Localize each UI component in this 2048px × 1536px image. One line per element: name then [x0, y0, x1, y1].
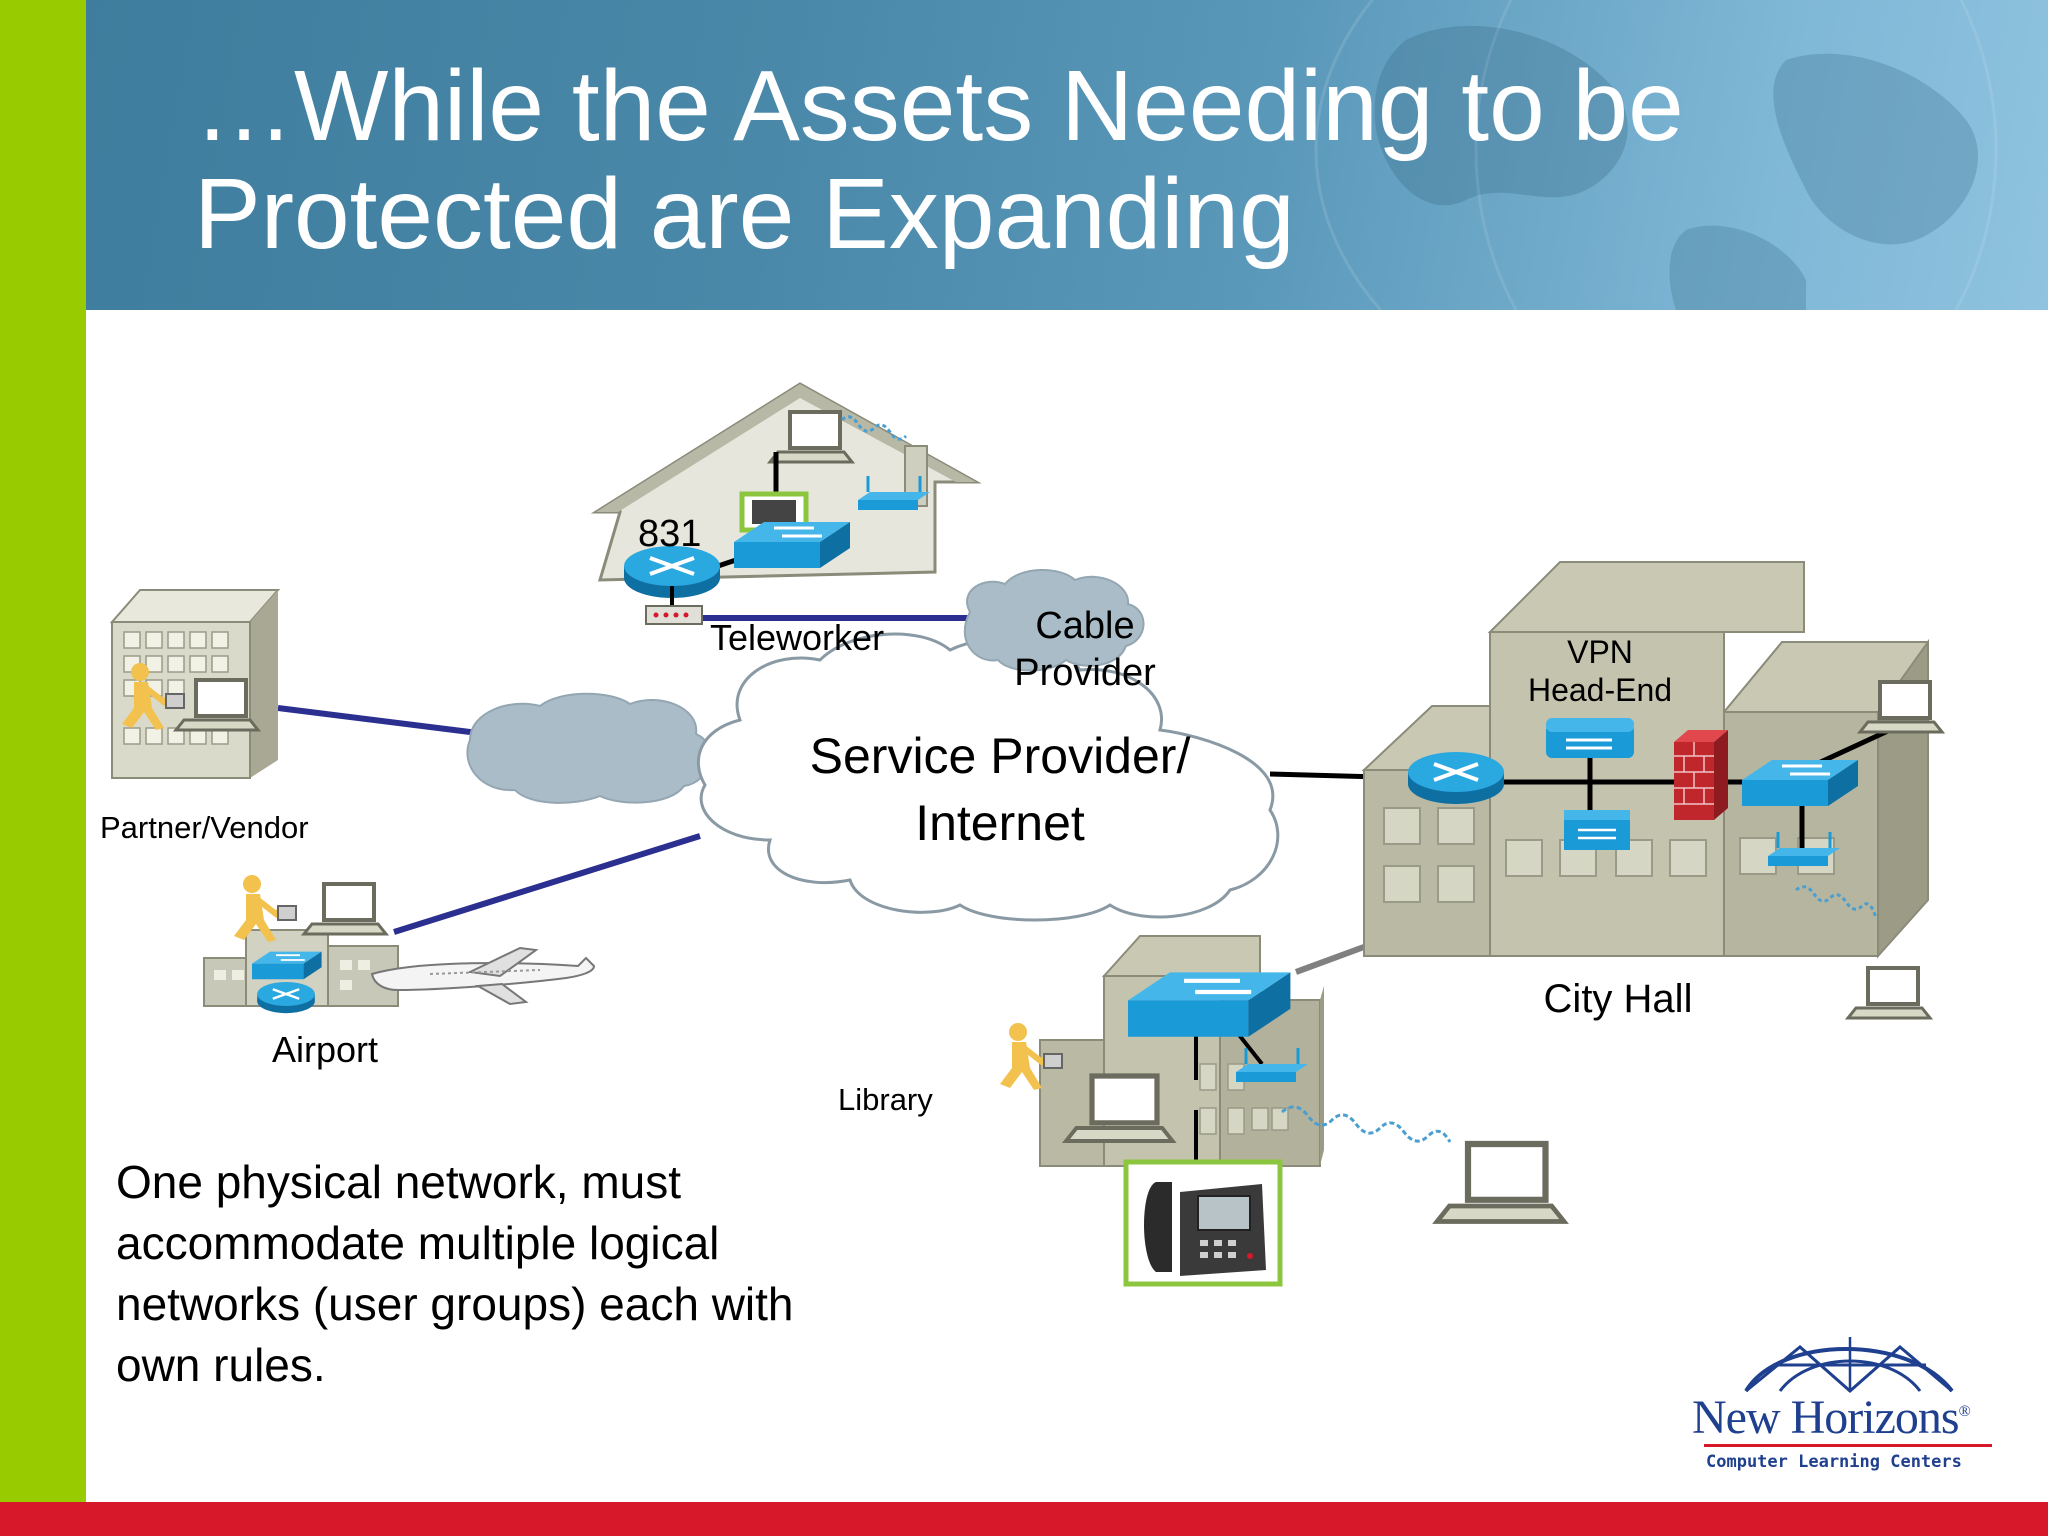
globe-logo-icon	[1744, 1337, 1954, 1393]
partner-vendor-building: Partner/Vendor	[100, 589, 309, 845]
globe-watermark	[1314, 0, 1998, 310]
logo-tagline: Computer Learning Centers	[1706, 1452, 1962, 1472]
cable-label-line-2: Provider	[1014, 652, 1156, 694]
airport-router-icon	[256, 980, 316, 1015]
link-partner-internet	[277, 705, 479, 736]
link-airport-internet	[393, 833, 701, 935]
airport-label: Airport	[272, 1029, 378, 1070]
cityhall-server-icon	[1564, 810, 1630, 850]
cable-label-line-1: Cable	[1035, 605, 1134, 647]
teleworker-router-model: 831	[638, 513, 701, 555]
registered-mark: ®	[1958, 1403, 1971, 1420]
library-ip-phone-icon	[1123, 1159, 1283, 1287]
title-line-2: Protected are Expanding	[194, 158, 1295, 270]
vpn-concentrator-icon	[1546, 718, 1634, 758]
teleworker-house: 831 Teleworker	[590, 382, 982, 658]
left-accent-bar	[0, 0, 86, 1536]
city-hall-label: City Hall	[1544, 977, 1693, 1021]
title-line-1: …While the Assets Needing to be	[194, 50, 1684, 162]
library-label: Library	[838, 1082, 933, 1117]
cable-provider-cloud: Cable Provider	[963, 569, 1156, 694]
internet-cloud: Service Provider/ Internet	[696, 632, 1280, 922]
airport-laptop-icon	[302, 882, 388, 936]
library-laptop-icon-2	[1437, 1144, 1564, 1222]
internet-label-line-1: Service Provider/	[810, 728, 1191, 784]
city-hall-building: VPN Head-End City Hall	[1361, 561, 1944, 1021]
firewall-icon	[1674, 730, 1728, 820]
teleworker-label: Teleworker	[710, 617, 884, 658]
bottom-accent-bar	[0, 1502, 2048, 1536]
partner-cloud	[466, 692, 712, 804]
page-title: …While the Assets Needing to be Protecte…	[194, 52, 1894, 268]
airplane-icon	[370, 946, 596, 1006]
partner-label: Partner/Vendor	[100, 810, 309, 845]
cityhall-laptop-icon-2	[1846, 966, 1932, 1020]
vpn-label-line-1: VPN	[1567, 634, 1633, 670]
logo-rule	[1704, 1444, 1992, 1447]
internet-label-line-2: Internet	[915, 795, 1085, 851]
slide-caption: One physical network, must accommodate m…	[116, 1156, 794, 1391]
library-building: Library	[838, 935, 1564, 1287]
cityhall-router-icon	[1406, 750, 1506, 806]
new-horizons-logo: New Horizons® Computer Learning Centers	[1690, 1325, 2010, 1485]
airport-building: Airport	[203, 875, 596, 1070]
logo-name: New Horizons	[1692, 1391, 1960, 1444]
title-banner: …While the Assets Needing to be Protecte…	[86, 0, 2048, 310]
vpn-label-line-2: Head-End	[1528, 672, 1672, 708]
